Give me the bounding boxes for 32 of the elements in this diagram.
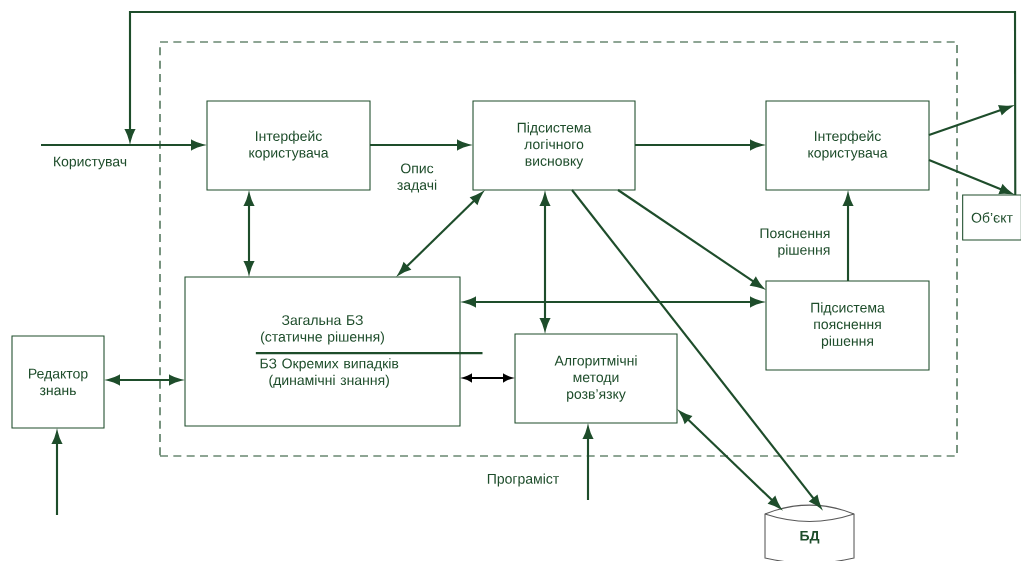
process-box: Алгоритмічні методи розв’язку [514,333,678,424]
arrow [107,375,182,385]
arrow [370,140,470,150]
process-box: Інтерфейс користувача [765,100,930,191]
arrow [52,431,62,515]
process-box: Інтерфейс користувача [206,100,371,191]
process-box: Підсистема логічного висновку [472,100,636,191]
arrow [843,193,853,281]
edge-label: Пояснення рішення [760,228,830,258]
edge-label: Користувач [54,156,127,170]
arrow [635,140,763,150]
system-boundary [159,41,958,457]
arrow [463,297,763,307]
database-cylinder: БД [764,504,855,561]
edge-label: Опис задачі [397,163,437,193]
arrow [41,140,204,150]
arrow [571,189,822,509]
arrow [398,192,483,275]
arrow [928,159,1013,195]
arrow [540,193,550,331]
arrow [583,426,593,500]
arrow [617,189,764,289]
process-box: Підсистема пояснення рішення [765,280,930,371]
arrow [463,374,512,382]
edge-label: Програміст [487,473,559,487]
editor-box: Редактор знань [11,335,105,429]
arrow [244,193,254,274]
knowledge-base-box: Загальна БЗ (статичне рішення) БЗ Окремих випадків (динамічні знання) [184,276,483,427]
object-box: Об’єкт [962,194,1021,241]
arrow [928,105,1012,136]
arrow [125,10,1017,195]
arrow [679,411,781,509]
